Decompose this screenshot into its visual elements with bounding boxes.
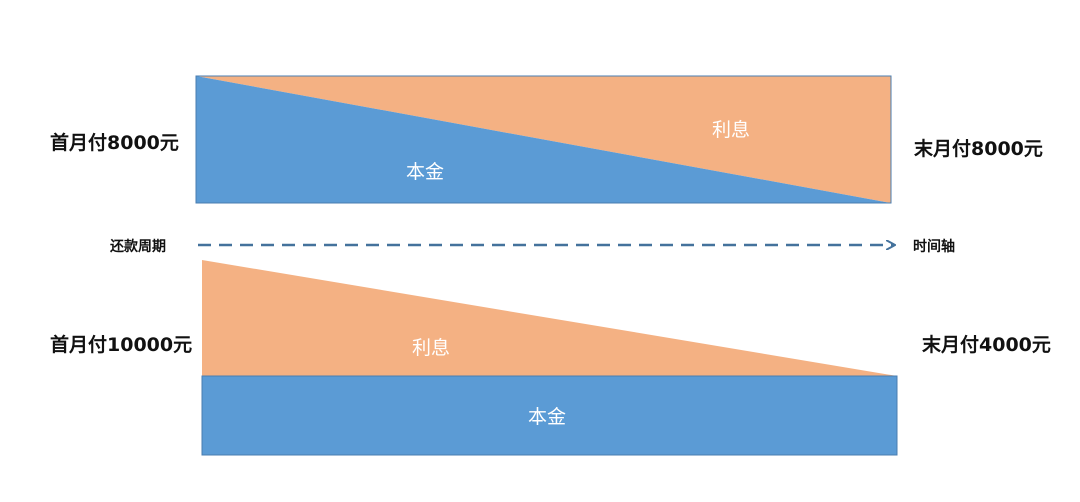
bottom-principal-area [201, 375, 898, 456]
bottom-last-month-label: 末月付4000元 [922, 333, 1051, 356]
top-diagram: 利息 本金 [195, 75, 892, 204]
top-interest-label: 利息 [712, 119, 750, 141]
timeline-left-label: 还款周期 [109, 238, 166, 255]
bottom-interest-area [202, 260, 897, 376]
bottom-first-month-label: 首月付10000元 [50, 333, 192, 356]
top-principal-area [196, 76, 891, 203]
bottom-principal-label: 本金 [528, 406, 566, 428]
top-principal-label: 本金 [406, 161, 444, 183]
top-last-month-label: 末月付8000元 [914, 137, 1043, 160]
top-first-month-label: 首月付8000元 [50, 131, 179, 154]
top-diagram-border [195, 75, 892, 204]
bottom-interest-label: 利息 [412, 337, 450, 359]
timeline-right-label: 时间轴 [913, 238, 955, 255]
bottom-diagram: 利息 本金 [201, 260, 898, 456]
